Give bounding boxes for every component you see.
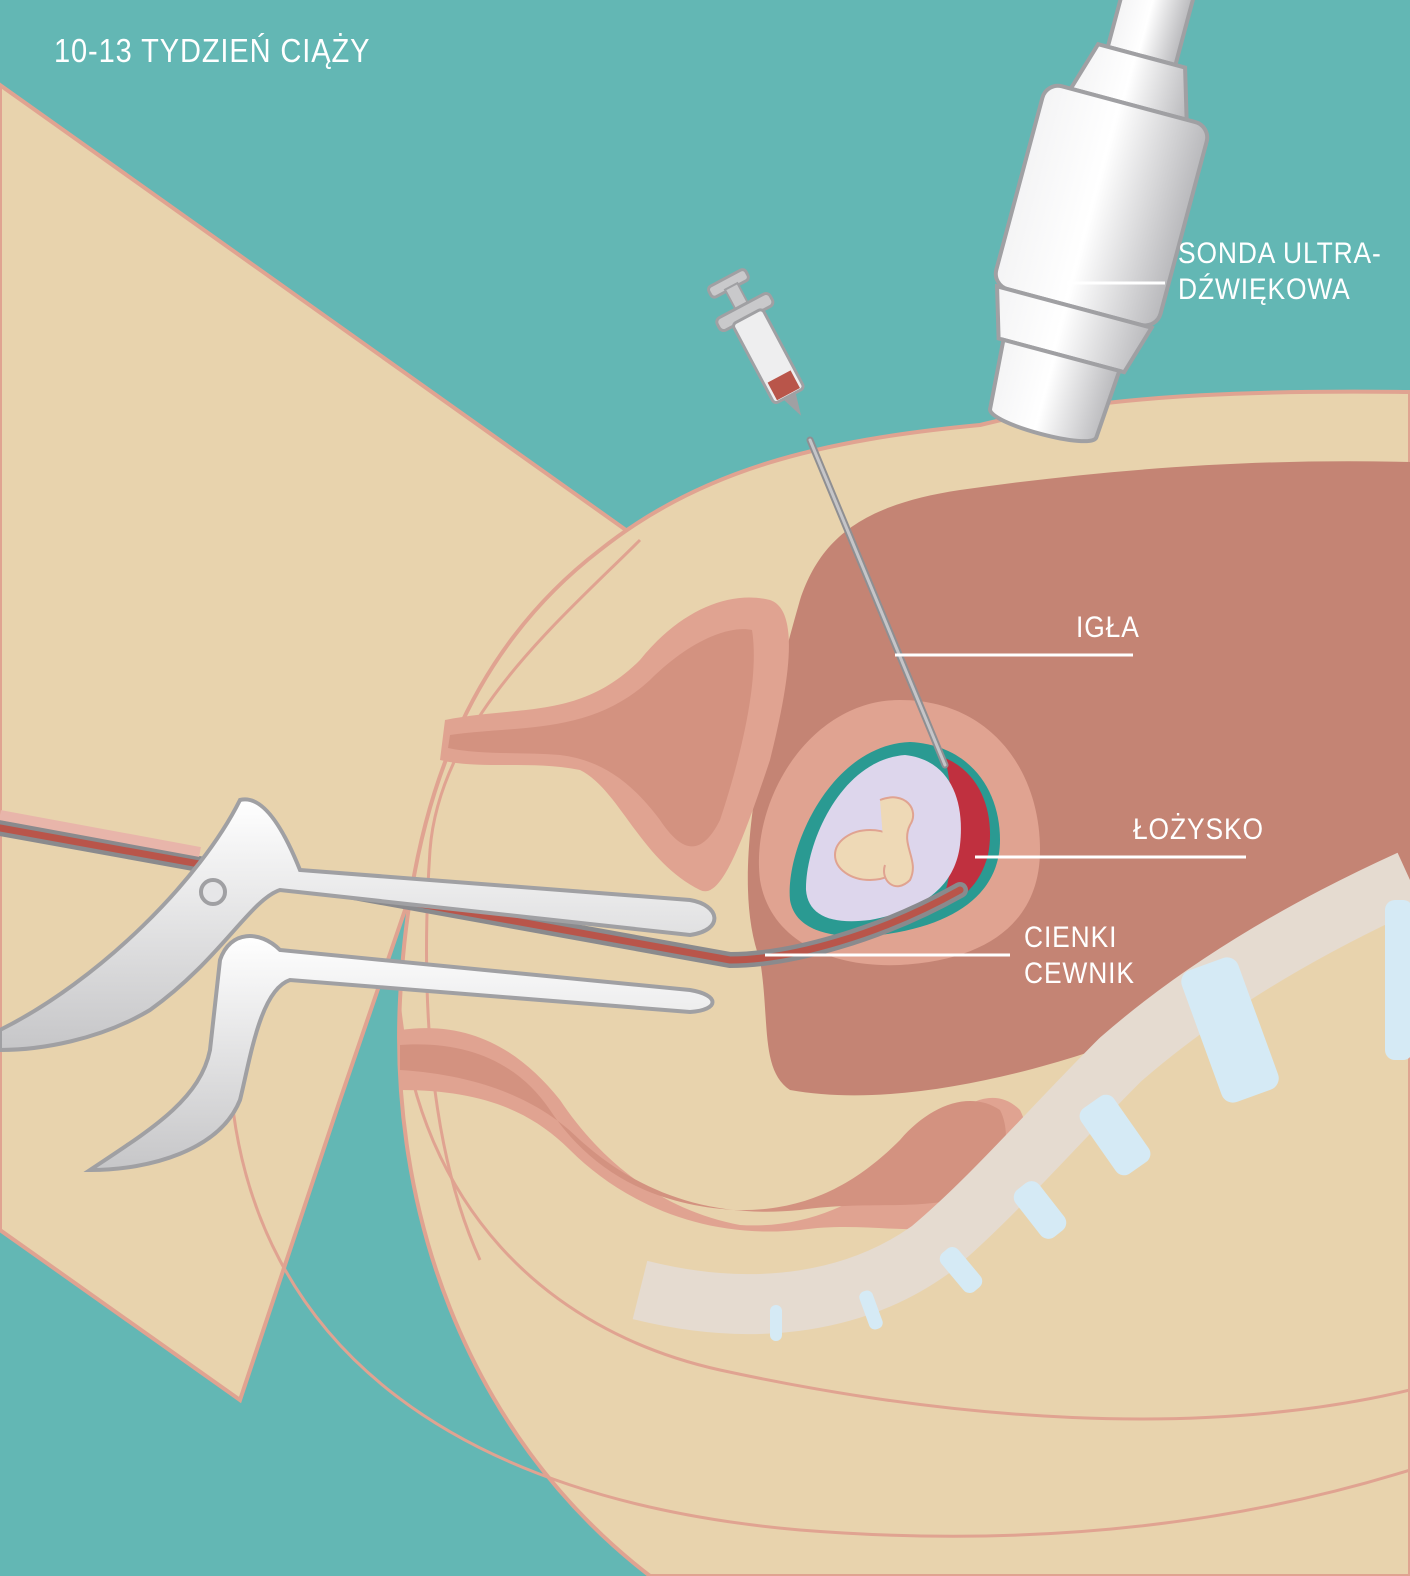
- needle-label: IGŁA: [1076, 610, 1140, 646]
- probe-label-line2: DŹWIĘKOWA: [1178, 272, 1382, 308]
- probe-label-line1: SONDA ULTRA-: [1178, 236, 1382, 272]
- ultrasound-probe: [958, 0, 1242, 456]
- syringe: [700, 264, 827, 431]
- probe-label: SONDA ULTRA- DŹWIĘKOWA: [1178, 236, 1382, 308]
- catheter-label-line2: CEWNIK: [1024, 956, 1135, 992]
- diagram-title: 10-13 TYDZIEŃ CIĄŻY: [54, 33, 370, 69]
- placenta-label: ŁOŻYSKO: [1133, 812, 1264, 848]
- catheter-label-line1: CIENKI: [1024, 920, 1135, 956]
- catheter-label: CIENKI CEWNIK: [1024, 920, 1135, 992]
